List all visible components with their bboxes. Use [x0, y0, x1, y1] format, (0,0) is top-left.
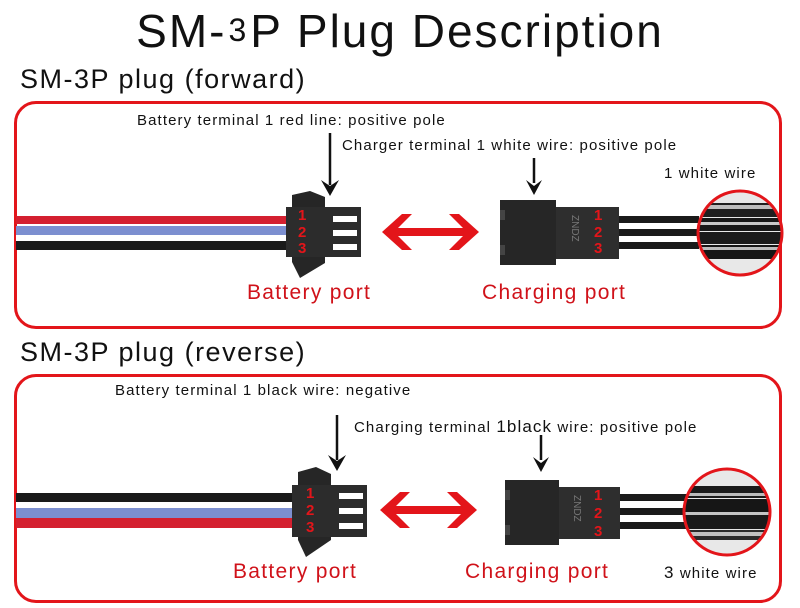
double-arrow-icon [382, 214, 479, 250]
pin-3: 3 [594, 523, 602, 540]
charging-port-label-reverse: Charging port [465, 560, 610, 583]
connector-mark: ZNDZ [571, 495, 582, 522]
battery-connector-reverse: 1 2 3 [292, 467, 367, 557]
battery-port-label-reverse: Battery port [233, 560, 358, 583]
note-prefix: Charging terminal [354, 419, 497, 436]
arrow-down-icon [533, 435, 549, 472]
wire-note-reverse: 3 white wire [664, 563, 758, 583]
battery-port-label-forward: Battery port [247, 281, 372, 304]
battery-wires-forward [16, 216, 288, 250]
wire-red [16, 518, 294, 528]
arrow-down-icon [526, 158, 542, 195]
pin-3: 3 [298, 240, 306, 257]
charging-connector-reverse: ZNDZ 1 2 3 [505, 480, 620, 545]
wire-blue [16, 508, 294, 518]
wire-black [16, 241, 288, 250]
pin-3: 3 [306, 519, 314, 536]
note-suffix: wire: positive pole [552, 419, 698, 436]
note-emphasis: 1black [496, 417, 553, 436]
battery-connector-forward: 1 2 3 [286, 191, 361, 278]
magnifier-circle-reverse [682, 467, 772, 557]
wire-note-forward: 1 white wire [664, 165, 757, 182]
wire-white [16, 502, 294, 508]
panel-forward [14, 101, 782, 329]
battery-wires-reverse [16, 493, 294, 528]
section-heading-reverse: SM-3P plug (reverse) [20, 337, 307, 367]
pin-3: 3 [594, 240, 602, 257]
panel-reverse [14, 374, 782, 603]
pin-1: 1 [298, 207, 306, 224]
arrow-down-icon [328, 415, 346, 471]
charger-terminal-note-forward: Charger terminal 1 white wire: positive … [342, 137, 678, 154]
double-arrow-icon [380, 492, 477, 528]
title-superscript: 3 [228, 12, 249, 48]
charging-port-label-forward: Charging port [482, 281, 627, 304]
wire-white [16, 235, 288, 241]
pin-2: 2 [594, 505, 602, 522]
title-prefix: SM- [136, 5, 227, 57]
magnifier-circle-forward [696, 189, 784, 277]
section-heading-forward: SM-3P plug (forward) [20, 64, 307, 94]
pin-2: 2 [306, 502, 314, 519]
pin-1: 1 [594, 207, 602, 224]
title-suffix: P Plug Description [250, 5, 664, 57]
wire-blue [16, 226, 288, 235]
charging-connector-forward: ZNDZ 1 2 3 [500, 200, 619, 265]
pin-2: 2 [298, 224, 306, 241]
pin-2: 2 [594, 224, 602, 241]
charging-wires-forward [619, 216, 699, 249]
battery-terminal-note-reverse: Battery terminal 1 black wire: negative [115, 382, 412, 399]
arrow-down-icon [321, 133, 339, 196]
pin-1: 1 [594, 487, 602, 504]
wire-note-text: white wire [679, 565, 758, 582]
connector-mark: ZNDZ [569, 215, 580, 242]
charger-terminal-note-reverse: Charging terminal 1black wire: positive … [354, 417, 698, 437]
battery-terminal-note-forward: Battery terminal 1 red line: positive po… [137, 112, 446, 129]
pin-1: 1 [306, 485, 314, 502]
page-title: SM-3P Plug Description [0, 4, 800, 58]
charging-wires-reverse [620, 494, 690, 529]
wire-black [16, 493, 294, 502]
wire-red [16, 216, 288, 224]
wire-note-number: 3 [664, 563, 675, 582]
